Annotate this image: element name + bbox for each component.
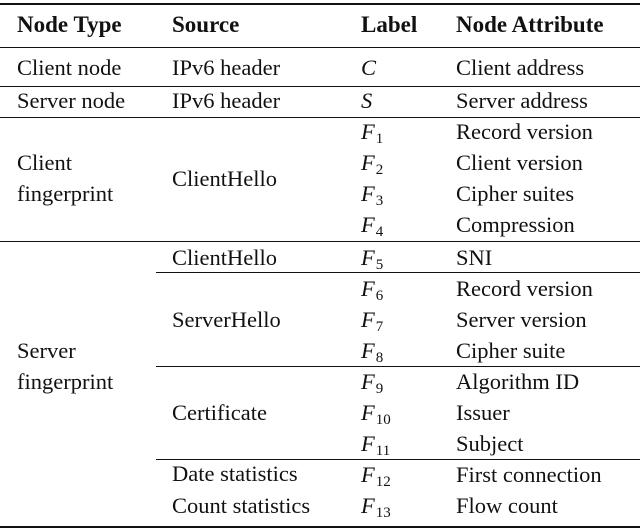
label-cell: F13 (361, 493, 391, 521)
node-type-server-fingerprint: Server fingerprint (17, 335, 113, 397)
attribute-cell: Algorithm ID (456, 369, 580, 394)
source-cell: Date statistics (172, 461, 298, 486)
attribute-cell: Flow count (456, 493, 558, 518)
attribute-cell: Record version (456, 119, 593, 144)
attribute-cell: Subject (456, 431, 524, 456)
source-cell: IPv6 header (172, 88, 281, 113)
group-line: fingerprint (17, 369, 114, 394)
table-bottom-rule (0, 526, 640, 528)
label-cell: F2 (361, 150, 384, 178)
label-cell: C (361, 55, 377, 80)
node-type-server: Server node (17, 88, 126, 113)
attribute-cell: Client version (456, 150, 583, 175)
label-cell: F7 (361, 307, 384, 335)
label-cell: F6 (361, 276, 384, 304)
header-rule (0, 47, 640, 48)
attribute-cell: First connection (456, 462, 602, 487)
source-cell: Count statistics (172, 493, 311, 518)
attribute-cell: Server address (456, 88, 588, 113)
attribute-cell: Client address (456, 55, 585, 80)
label-cell: F12 (361, 462, 391, 490)
group-line: fingerprint (17, 181, 114, 206)
row-rule (0, 86, 640, 87)
source-cell: IPv6 header (172, 55, 281, 80)
attribute-cell: Server version (456, 307, 587, 332)
label-cell: F1 (361, 119, 384, 147)
label-cell: F3 (361, 181, 384, 209)
attribute-cell: Issuer (456, 400, 510, 425)
source-cell: ClientHello (172, 166, 277, 191)
source-cell: Certificate (172, 400, 267, 425)
header-node-type: Node Type (17, 12, 122, 37)
group-line: Client (17, 150, 72, 175)
label-cell: F8 (361, 338, 384, 366)
header-node-attribute: Node Attribute (456, 12, 604, 37)
partial-rule (156, 272, 640, 273)
attribute-cell: Cipher suites (456, 181, 575, 206)
group-line: Server (17, 338, 76, 363)
attribute-cell: Compression (456, 212, 575, 237)
label-cell: F4 (361, 212, 384, 240)
header-label: Label (361, 12, 418, 37)
attribute-cell: Record version (456, 276, 593, 301)
row-rule (0, 117, 640, 118)
node-type-client-fingerprint: Client fingerprint (17, 147, 113, 209)
attribute-cell: Cipher suite (456, 338, 566, 363)
source-cell: ClientHello (172, 245, 277, 270)
partial-rule (156, 366, 640, 367)
partial-rule (156, 459, 640, 460)
row-rule (0, 241, 640, 242)
label-cell: S (361, 88, 373, 113)
header-source: Source (172, 12, 240, 37)
label-cell: F9 (361, 369, 384, 397)
label-cell: F10 (361, 400, 391, 428)
attribute-cell: SNI (456, 245, 493, 270)
node-type-client: Client node (17, 55, 122, 80)
label-cell: F5 (361, 245, 384, 273)
label-cell: F11 (361, 431, 391, 459)
source-cell: ServerHello (172, 307, 281, 332)
table-top-rule (0, 3, 640, 5)
